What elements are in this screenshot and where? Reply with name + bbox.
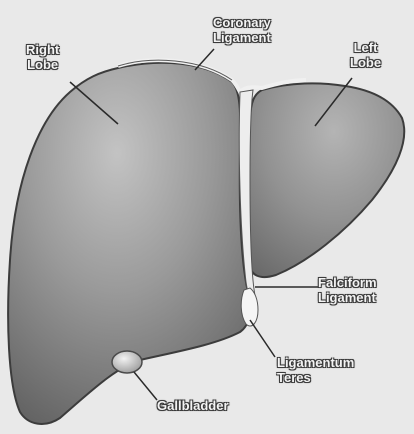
gallbladder-shape (112, 351, 142, 373)
label-coronary-ligament: Coronary Ligament (213, 15, 271, 45)
leader-ligamentum-teres (250, 320, 275, 357)
label-right-lobe: Right Lobe (26, 42, 59, 72)
label-ligamentum-teres: Ligamentum Teres (277, 355, 354, 385)
label-left-lobe: Left Lobe (350, 40, 381, 70)
leader-gallbladder (134, 372, 157, 400)
label-gallbladder: Gallbladder (157, 398, 229, 413)
label-falciform-ligament: Falciform Ligament (318, 275, 377, 305)
